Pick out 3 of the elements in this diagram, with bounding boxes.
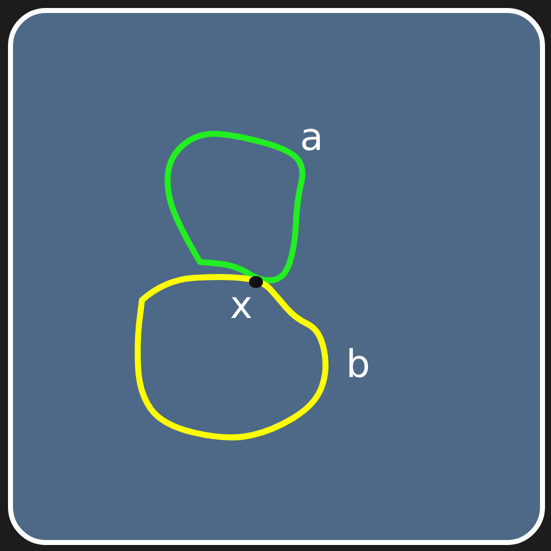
point-label: x (230, 286, 252, 324)
region-label: b (346, 345, 370, 383)
region-label: a (300, 118, 324, 156)
